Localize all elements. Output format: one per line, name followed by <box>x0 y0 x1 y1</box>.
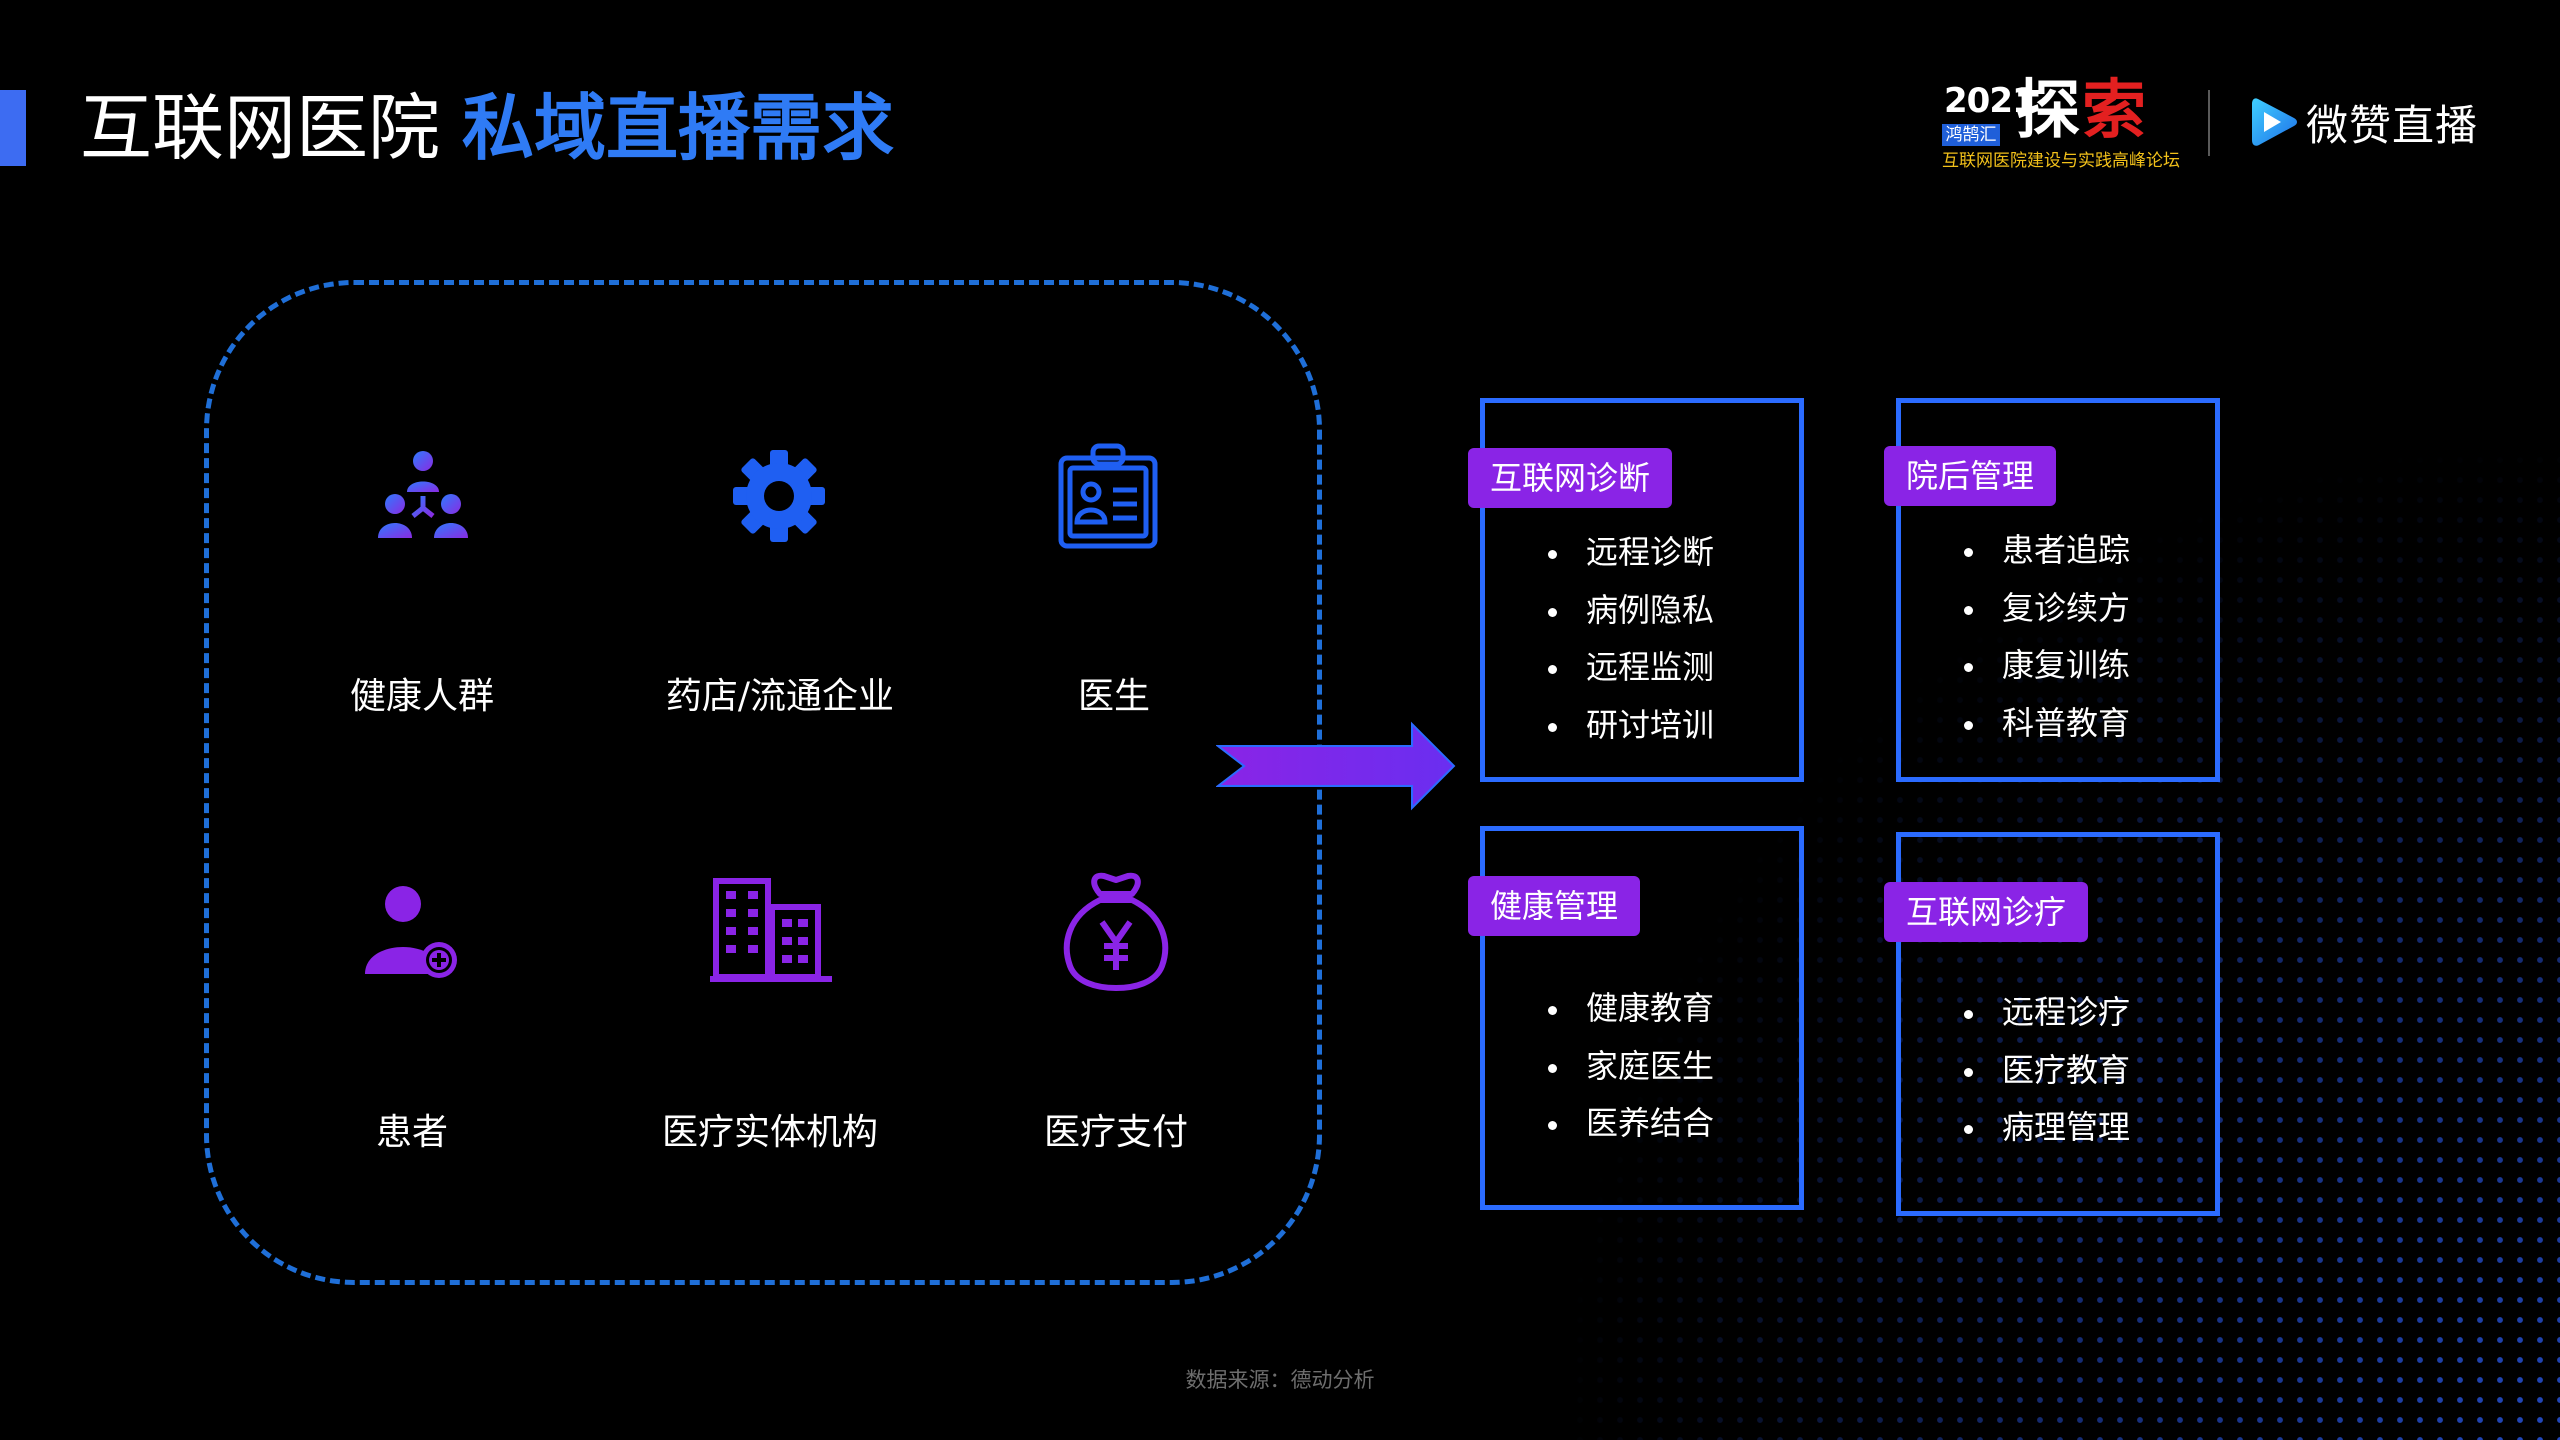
people-group-icon <box>378 451 468 538</box>
card-tag: 健康管理 <box>1468 876 1641 936</box>
brand-name: 微赞直播 <box>2306 100 2479 150</box>
event-sub: 鸿鹄汇 <box>1942 124 2000 146</box>
card-tag: 互联网诊疗 <box>1884 882 2089 942</box>
list-item: 复诊续方 <box>1964 580 2130 638</box>
card-tag: 互联网诊断 <box>1468 448 1673 508</box>
stakeholder-label: 健康人群 <box>349 676 494 717</box>
list-item: 研讨培训 <box>1548 697 1714 755</box>
money-bag-icon <box>1063 872 1169 991</box>
brand-logo: 微赞直播 <box>2252 92 2478 152</box>
play-icon <box>2252 98 2297 146</box>
event-tagline: 互联网医院建设与实践高峰论坛 <box>1942 151 2180 171</box>
stakeholder-label: 医疗实体机构 <box>661 1112 878 1153</box>
building-icon <box>710 878 832 982</box>
event-name-2: 索 <box>2082 74 2148 148</box>
list-item: 远程监测 <box>1548 639 1714 697</box>
title-part-2: 私域直播需求 <box>462 85 895 170</box>
list-item: 科普教育 <box>1964 695 2130 753</box>
card-tag: 院后管理 <box>1884 446 2057 506</box>
event-name: 探索 <box>2016 72 2148 150</box>
need-card <box>1480 826 1804 1210</box>
logo-divider <box>2208 90 2210 156</box>
card-list: 患者追踪 复诊续方 康复训练 科普教育 <box>1964 522 2130 752</box>
title-accent-bar <box>0 90 26 166</box>
event-name-1: 探 <box>2016 74 2082 148</box>
event-logo: 2021 鸿鹄汇 探索 互联网医院建设与实践高峰论坛 <box>1942 74 2180 171</box>
need-card <box>1480 398 1804 782</box>
list-item: 远程诊断 <box>1548 524 1714 582</box>
card-list: 健康教育 家庭医生 医养结合 <box>1548 980 1714 1153</box>
need-card <box>1896 398 2220 782</box>
list-item: 医养结合 <box>1548 1095 1714 1153</box>
event-year: 2021 <box>1944 81 2036 121</box>
id-card-icon <box>1058 443 1158 549</box>
stakeholder-label: 医疗支付 <box>1043 1112 1188 1153</box>
card-list: 远程诊断 病例隐私 远程监测 研讨培训 <box>1548 524 1714 754</box>
stakeholder-label: 药店/流通企业 <box>665 676 895 717</box>
list-item: 家庭医生 <box>1548 1038 1714 1096</box>
right-arrow-icon <box>1216 721 1456 811</box>
card-list: 远程诊疗 医疗教育 病理管理 <box>1964 984 2130 1157</box>
list-item: 远程诊疗 <box>1964 984 2130 1042</box>
stakeholder-label: 医生 <box>1077 676 1150 717</box>
dot-pattern-background <box>1310 190 2560 1440</box>
page-title: 互联网医院私域直播需求 <box>80 78 894 178</box>
user-plus-icon <box>365 886 457 978</box>
data-source-note: 数据来源：德动分析 <box>1185 1368 1375 1392</box>
list-item: 医疗教育 <box>1964 1042 2130 1100</box>
list-item: 病例隐私 <box>1548 582 1714 640</box>
list-item: 患者追踪 <box>1964 522 2130 580</box>
list-item: 病理管理 <box>1964 1099 2130 1157</box>
list-item: 康复训练 <box>1964 637 2130 695</box>
stakeholder-label: 患者 <box>375 1112 448 1153</box>
list-item: 健康教育 <box>1548 980 1714 1038</box>
need-card <box>1896 832 2220 1216</box>
gear-icon <box>733 450 825 542</box>
title-part-1: 互联网医院 <box>80 86 441 170</box>
